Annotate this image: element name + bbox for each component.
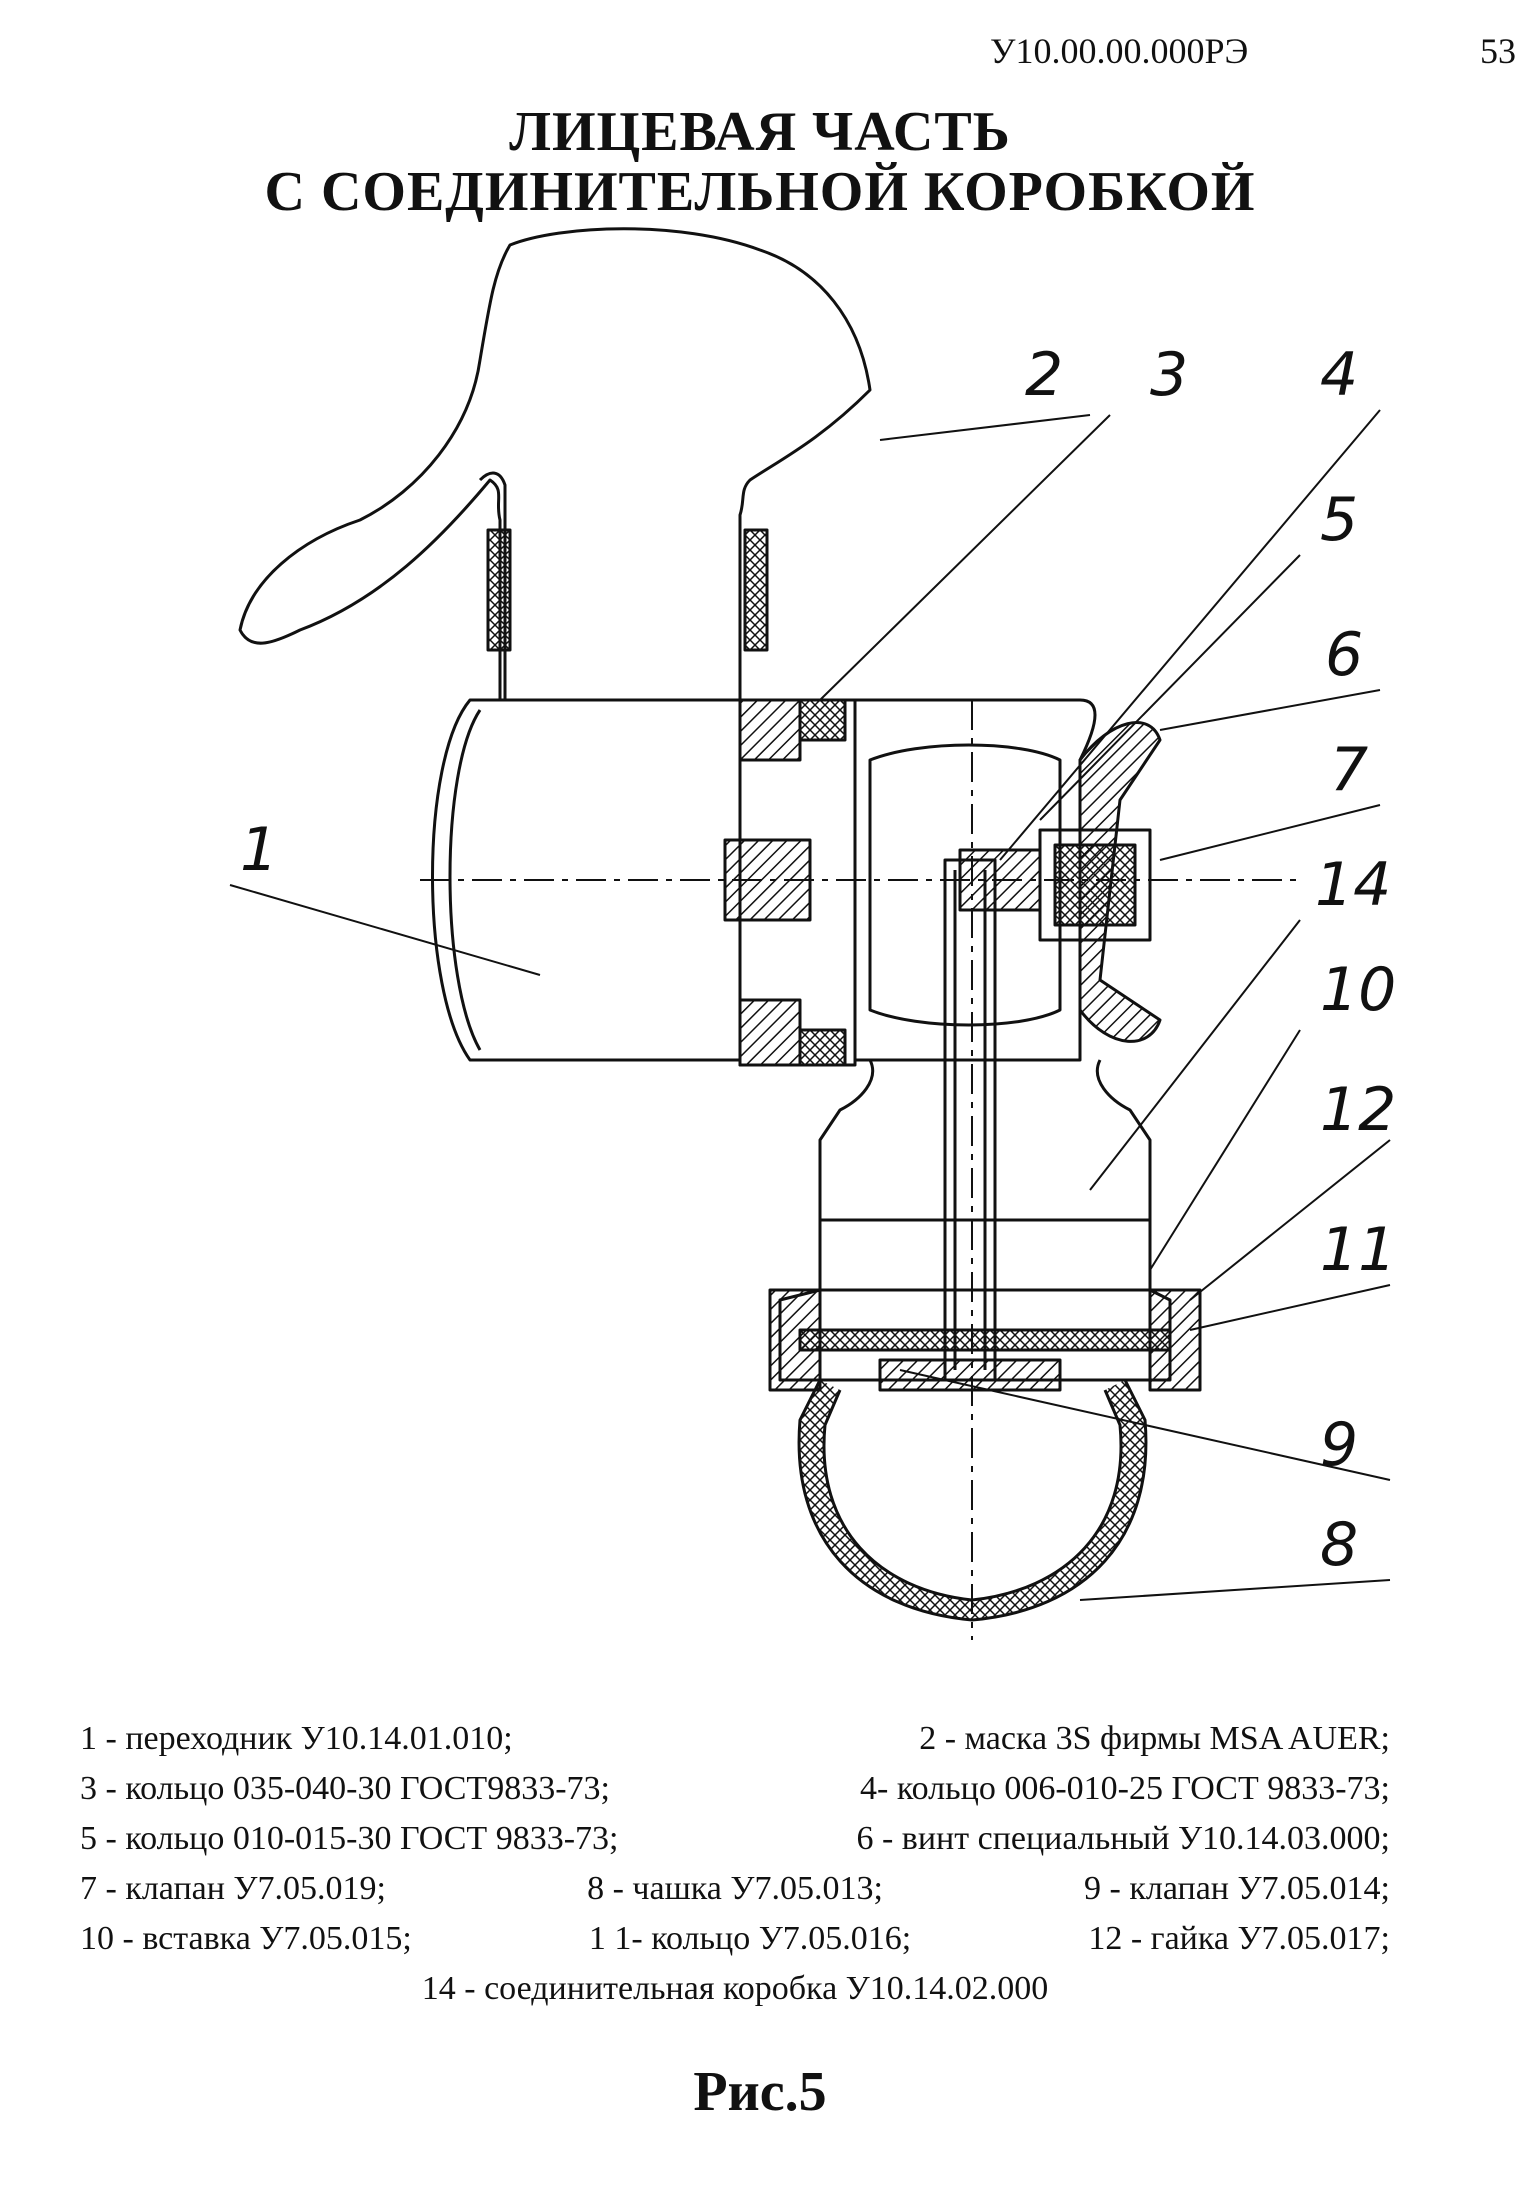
housing-body bbox=[868, 743, 1062, 1027]
page-number: 53 bbox=[1480, 31, 1516, 71]
callout-14: 14 bbox=[1315, 850, 1391, 920]
callout-10: 10 bbox=[1320, 955, 1396, 1025]
callout-11: 11 bbox=[1320, 1215, 1396, 1285]
callout-9: 9 bbox=[1320, 1410, 1358, 1480]
mask-outline bbox=[238, 227, 872, 702]
nipple bbox=[723, 838, 812, 922]
callout-6: 6 bbox=[1325, 620, 1363, 690]
callout-7: 7 bbox=[1330, 735, 1368, 805]
legend-row: 7 - клапан У7.05.019; 8 - чашка У7.05.01… bbox=[80, 1870, 1390, 1908]
callout-4: 4 bbox=[1320, 340, 1358, 410]
legend-row: 10 - вставка У7.05.015; 1 1- кольцо У7.0… bbox=[80, 1920, 1390, 1958]
callout-5: 5 bbox=[1320, 485, 1358, 555]
legend-item: 2 - маска 3S фирмы MSA AUER; bbox=[919, 1720, 1390, 1757]
legend-row: 5 - кольцо 010-015-30 ГОСТ 9833-73; 6 - … bbox=[80, 1820, 1390, 1858]
valve-9 bbox=[878, 1358, 1062, 1392]
technical-drawing: 1 2 3 4 5 6 7 14 10 12 11 9 8 bbox=[229, 227, 1396, 1640]
legend-item: 6 - винт специальный У10.14.03.000; bbox=[856, 1820, 1390, 1857]
mask-seal-left bbox=[486, 528, 512, 652]
legend-item: 5 - кольцо 010-015-30 ГОСТ 9833-73; bbox=[80, 1820, 619, 1857]
legend-item: 1 1- кольцо У7.05.016; bbox=[588, 1920, 912, 1957]
document-code: У10.00.00.000РЭ bbox=[990, 31, 1249, 71]
mask-collar-left bbox=[478, 471, 507, 700]
special-screw bbox=[1078, 721, 1162, 1043]
figure-caption: Рис.5 bbox=[693, 2061, 827, 2123]
callout-1: 1 bbox=[240, 815, 278, 885]
callout-8: 8 bbox=[1320, 1510, 1358, 1580]
legend-item: 9 - клапан У7.05.014; bbox=[1084, 1870, 1390, 1907]
legend-item: 10 - вставка У7.05.015; bbox=[80, 1920, 412, 1957]
legend-row: 1 - переходник У10.14.01.010; 2 - маска … bbox=[80, 1720, 1390, 1758]
page-title-line-1: ЛИЦЕВАЯ ЧАСТЬ bbox=[509, 101, 1011, 163]
legend-item: 3 - кольцо 035-040-30 ГОСТ9833-73; bbox=[80, 1770, 610, 1807]
adapter-body bbox=[431, 698, 742, 1062]
legend-item: 7 - клапан У7.05.019; bbox=[80, 1870, 386, 1907]
legend-item: 8 - чашка У7.05.013; bbox=[587, 1870, 883, 1907]
mask-seal-right bbox=[743, 528, 769, 652]
junction-box bbox=[818, 1059, 1152, 1292]
legend-row: 3 - кольцо 035-040-30 ГОСТ9833-73; 4- ко… bbox=[80, 1770, 1390, 1808]
legend-item: 1 - переходник У10.14.01.010; bbox=[80, 1720, 513, 1757]
callout-3: 3 bbox=[1150, 340, 1188, 410]
legend-item: 4- кольцо 006-010-25 ГОСТ 9833-73; bbox=[860, 1770, 1390, 1807]
central-tube bbox=[943, 858, 997, 1382]
callout-2: 2 bbox=[1025, 340, 1063, 410]
callout-12: 12 bbox=[1320, 1075, 1396, 1145]
legend-last-line: 14 - соединительная коробка У10.14.02.00… bbox=[421, 1970, 1049, 2007]
legend-item: 12 - гайка У7.05.017; bbox=[1088, 1920, 1390, 1957]
page-title-line-2: С СОЕДИНИТЕЛЬНОЙ КОРОБКОЙ bbox=[264, 161, 1256, 223]
